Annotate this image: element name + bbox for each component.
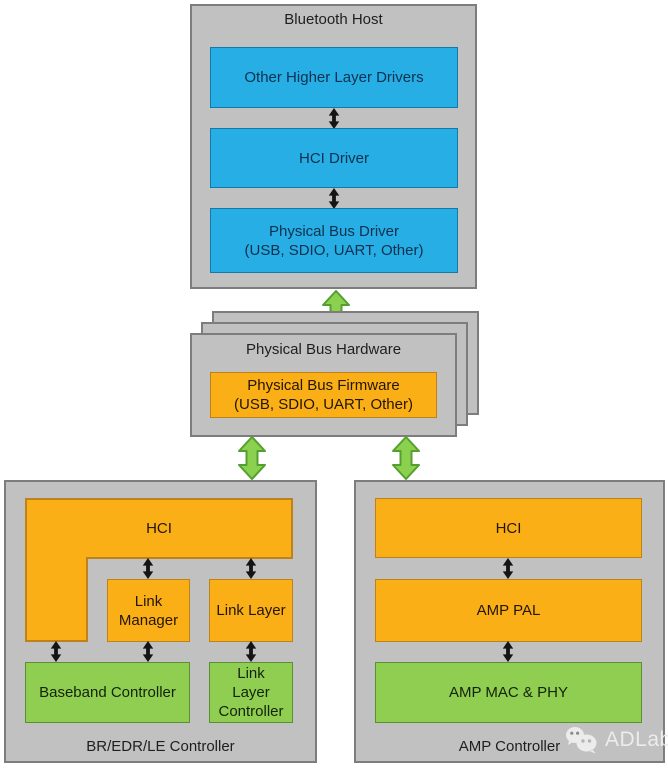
amp-hci-box: HCI bbox=[375, 498, 642, 558]
br-link-layer-box: Link Layer bbox=[209, 579, 293, 642]
black-double-arrow-icon bbox=[328, 188, 340, 209]
host-panel-title: Bluetooth Host bbox=[284, 11, 383, 28]
host-box-higher-layer-drivers-label: Other Higher Layer Drivers bbox=[244, 69, 424, 86]
amp-pal-box: AMP PAL bbox=[375, 579, 642, 642]
bus-firmware-label: Physical Bus Firmware bbox=[247, 377, 400, 394]
br-baseband-controller-box: Baseband Controller bbox=[25, 662, 190, 723]
host-box-hci-driver-label: HCI Driver bbox=[299, 149, 369, 167]
br-link-layer-label: Link Layer bbox=[216, 602, 286, 619]
br-hci-label: HCI bbox=[146, 519, 172, 537]
br-link-layer-controller-box: Link Layer Controller bbox=[209, 662, 293, 723]
host-box-physical-bus-driver-sublabel: (USB, SDIO, UART, Other) bbox=[244, 241, 424, 259]
br-hci-label-wrap: HCI bbox=[25, 498, 293, 558]
green-double-arrow-icon bbox=[392, 436, 420, 480]
black-double-arrow-icon bbox=[142, 558, 154, 579]
br-controller-title: BR/EDR/LE Controller bbox=[86, 738, 235, 755]
amp-pal-label: AMP PAL bbox=[476, 602, 541, 619]
host-box-physical-bus-driver: Physical Bus Driver (USB, SDIO, UART, Ot… bbox=[210, 208, 458, 273]
bus-firmware-sublabel: (USB, SDIO, UART, Other) bbox=[234, 396, 413, 413]
bus-firmware-box: Physical Bus Firmware (USB, SDIO, UART, … bbox=[210, 372, 437, 418]
host-box-higher-layer-drivers: Other Higher Layer Drivers bbox=[210, 47, 458, 108]
br-hci-block bbox=[25, 498, 293, 642]
black-double-arrow-icon bbox=[245, 641, 257, 662]
watermark: ADLab bbox=[565, 726, 668, 754]
wechat-icon bbox=[566, 727, 597, 754]
black-double-arrow-icon bbox=[328, 108, 340, 129]
br-link-manager-box: Link Manager bbox=[107, 579, 190, 642]
black-double-arrow-icon bbox=[50, 641, 62, 662]
black-double-arrow-icon bbox=[502, 641, 514, 662]
br-baseband-controller-label: Baseband Controller bbox=[39, 684, 176, 701]
host-box-physical-bus-driver-label: Physical Bus Driver bbox=[268, 222, 400, 240]
bus-panel-title: Physical Bus Hardware bbox=[245, 341, 402, 358]
black-double-arrow-icon bbox=[142, 641, 154, 662]
amp-hci-label: HCI bbox=[495, 519, 522, 537]
watermark-label: ADLab bbox=[605, 728, 668, 751]
br-link-layer-controller-label: Link Layer Controller bbox=[218, 665, 284, 720]
br-link-manager-label: Link Manager bbox=[118, 592, 179, 629]
amp-mac-phy-label: AMP MAC & PHY bbox=[449, 684, 568, 701]
host-box-hci-driver: HCI Driver bbox=[210, 128, 458, 188]
black-double-arrow-icon bbox=[245, 558, 257, 579]
black-double-arrow-icon bbox=[502, 558, 514, 579]
green-double-arrow-icon bbox=[238, 436, 266, 480]
amp-controller-title: AMP Controller bbox=[458, 738, 561, 755]
amp-mac-phy-box: AMP MAC & PHY bbox=[375, 662, 642, 723]
